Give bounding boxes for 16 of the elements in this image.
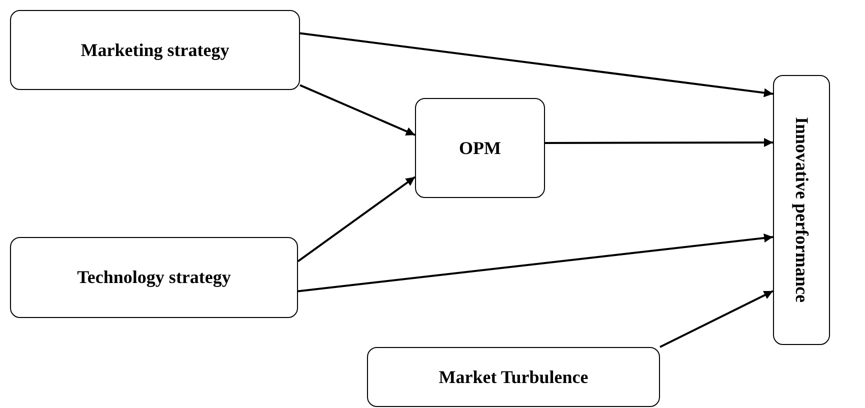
arrow — [298, 234, 774, 292]
process-box — [367, 347, 660, 407]
process-box — [10, 10, 300, 90]
arrow — [297, 176, 416, 262]
arrow — [300, 32, 774, 98]
node-label: Market Turbulence — [438, 366, 588, 388]
arrow — [545, 138, 773, 148]
node-label: OPM — [459, 136, 501, 160]
process-box — [415, 98, 545, 198]
arrow — [300, 84, 416, 136]
node-label: Technology strategy — [77, 266, 231, 289]
node-label: Innovative performance — [790, 117, 813, 303]
process-box — [773, 75, 830, 345]
arrow — [660, 290, 774, 348]
process-box — [10, 237, 298, 318]
node-label: Marketing strategy — [80, 38, 230, 62]
